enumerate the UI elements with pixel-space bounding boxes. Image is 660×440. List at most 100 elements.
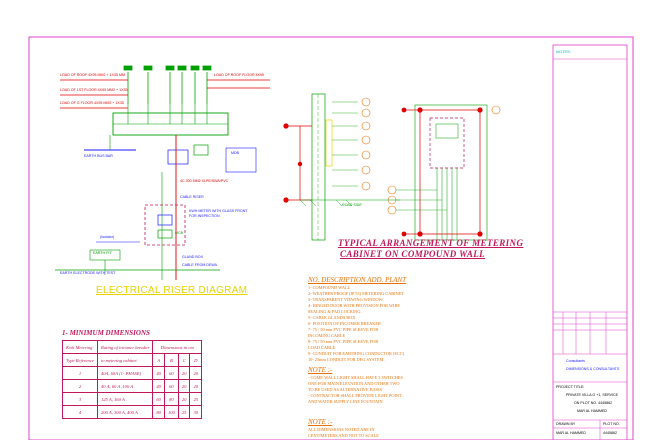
feeder-ground-floor-label: LOAD OF G FLOOR 4X95 MM2 + 1X35 [60,101,124,105]
note-line: CENTIMETERS AND NOT TO SCALE [308,433,379,438]
table-cell: 2 [62,379,98,393]
feeder-roof-label: LOAD OF ROOF 4X95 MM2 + 1X35 MM [60,73,126,77]
note-line: - COMP. WALL LIGHT SHALL HAVE 3 SWITCHES [308,375,403,380]
project-owner: MAR AL HAMMED [577,409,608,413]
note-heading-2: NOTE :- [308,418,333,426]
table-cell: 25 [177,405,191,419]
header-cell: B [163,353,179,367]
table-cell: 80 [163,392,179,406]
description-item: 3- TRANSPARENT VIEWING WINDOW. [308,297,384,302]
table-header-row: Kwh Metering Rating of incomer breaker D… [62,340,203,354]
table-cell: 20 [177,366,191,380]
table-cell: 60 [163,379,179,393]
isolator-label: (Isolator) [100,235,115,239]
table-cell: 80 [152,405,165,419]
riser-diagram-title: ELECTRICAL RISER DIAGRAM [96,285,248,296]
table-cell: 100 [163,405,179,419]
description-item: INCOMING CABLE [308,333,346,338]
feeder-first-floor-label: LOAD OF 1ST FLOOR 4X95 MM2 + 1X35 [60,88,128,92]
table-row: 3 125 A, 160 A 60 80 20 25 [62,392,203,406]
arrangement-title: TYPICAL ARRANGEMENT OF METERING [338,238,524,248]
table-cell: 30 [189,405,203,419]
table-cell: 4 [62,405,98,419]
description-item: LOAD CABLE [308,345,336,350]
earth-pit-label: EARTH PIT [93,251,112,255]
company-small: Consultants [566,359,585,363]
note-line: ONE FOR MAIN ELEVATION AND OTHER TWO [308,381,400,386]
plot-no-label: PLOT NO. [603,422,620,426]
table-cell: 20 [189,366,203,380]
earth-busbar-label: EARTH BUS BAR [84,154,113,158]
project-plot: ON PLOT NO. 4445862 [574,401,613,405]
earth-electrode-label: EARTH ELECTRODE WITH TEST [60,271,116,275]
note-heading: NOTE :- [308,366,333,374]
cable-from-dewa-label: CABLE FROM DEWA [182,263,218,267]
table-cell: 25 [189,392,203,406]
table-cell: 60 [152,392,165,406]
description-item: 5- CABLE GLANDS BOX. [308,315,357,320]
company-name: DIMENSIONS & CONSULTANTS [566,367,620,371]
header-cell: C [177,353,191,367]
table-cell: 40A, 60A (1- PHASE) [96,366,154,380]
description-item: 8- 75 / 50 mm PVC PIPE SLEEVE FOR [308,339,379,344]
header-cell: Type Reference [62,353,98,367]
description-item: 7- 75 / 50 mm PVC PIPE SLEEVE FOR [308,327,379,332]
table-cell: 20 [189,379,203,393]
description-item: 10- 25mm CONDUIT FOR DEG SYSTEM. [308,357,385,362]
table-cell: 40 [152,366,165,380]
description-item: SEALING & PAD LOCKING. [308,309,362,314]
header-cell: Kwh Metering [62,340,98,354]
feeder-roof-right-label: LOAD OF ROOF FLOOR 4X95 [214,73,264,77]
note-line: - CONTRACTOR SHALL PROVIDE LIGHT POINT [308,393,402,398]
table-cell: 3 [62,392,98,406]
mcb-label: MCB [175,231,183,235]
table-header-row: Type Reference to metering cabinet A B C… [62,353,203,367]
table-cell: 40 [152,379,165,393]
metering-arrangement [283,93,501,241]
table-cell: 60 [163,366,179,380]
description-item: 4- HINGED DOOR WITH PROVISION FOR WIRE [308,303,400,308]
cable-riser-label: CABLE RISER [180,195,204,199]
table-row: 1 40A, 60A (1- PHASE) 40 60 20 20 [62,366,203,380]
header-cell: Dimensions in cm [152,340,203,354]
description-item: 1- COMPOUND WALL [308,285,351,290]
project-name: PRIVATE VILLA G +1, SERVICE [566,393,619,397]
main-cable-label: 4C 300 MM2 XLPE/SWA/PVC [180,179,229,183]
note-line: AND WATER SUPPLY LINE FOUNTAIN [308,399,383,404]
table-cell: 125 A, 160 A [96,392,154,406]
description-item: 6- POSITION OF INCOMER BREAKER. [308,321,382,326]
arrangement-title-line-2: CABINET ON COMPOUND WALL [340,249,486,259]
table-cell: 1 [62,366,98,380]
kwh-meter-label-2: FOR INSPECTION [189,214,220,218]
drawn-by-value: MAR AL HAMMED [556,431,587,435]
description-heading: NO. DESCRIPTION ADD. PLANT [308,276,407,284]
header-cell: D [189,353,203,367]
drawn-by-label: DRAWN BY [556,422,576,426]
table-cell: 200 A, 300 A, 400 A [96,405,154,419]
road-side-label: ROAD SIDE [342,203,362,207]
table-cell: 20 [177,392,191,406]
dimensions-table: Kwh Metering Rating of incomer breaker D… [62,340,203,419]
mdb-label: MDB [231,151,239,155]
title-block-grid [553,311,627,440]
sheet-border [28,36,634,440]
riser-diagram [55,65,270,280]
gland-box-label: GLAND BOX [182,255,203,259]
table-cell: 40 A, 60 A ,100 A [96,379,154,393]
header-cell: A [152,353,165,367]
kwh-meter-label: KWH METER WITH GLASS FRONT [189,209,248,213]
table-cell: 20 [177,379,191,393]
project-label: PROJECT TITLE: [556,385,585,389]
notes-label: NOTES: [556,49,571,54]
table-row: 2 40 A, 60 A ,100 A 40 60 20 20 [62,379,203,393]
note-line: TO BE USED AS ALTERNATIVE BASIS [308,387,382,392]
header-cell: to metering cabinet [96,353,154,367]
description-item: 9- CONDUIT FOR EARTHING CONDUCTOR (ECC) [308,351,405,356]
dimensions-title: 1- MINIMUM DIMENSIONS [62,329,150,337]
note-line: ALL DIMENSIONS NOTED ARE IN [308,427,375,432]
header-cell: Rating of incomer breaker [96,340,154,354]
description-item: 2- WEATHER PROOF (IP 55) METERING CABINE… [308,291,404,296]
plot-no-value: 4445862 [603,431,617,435]
